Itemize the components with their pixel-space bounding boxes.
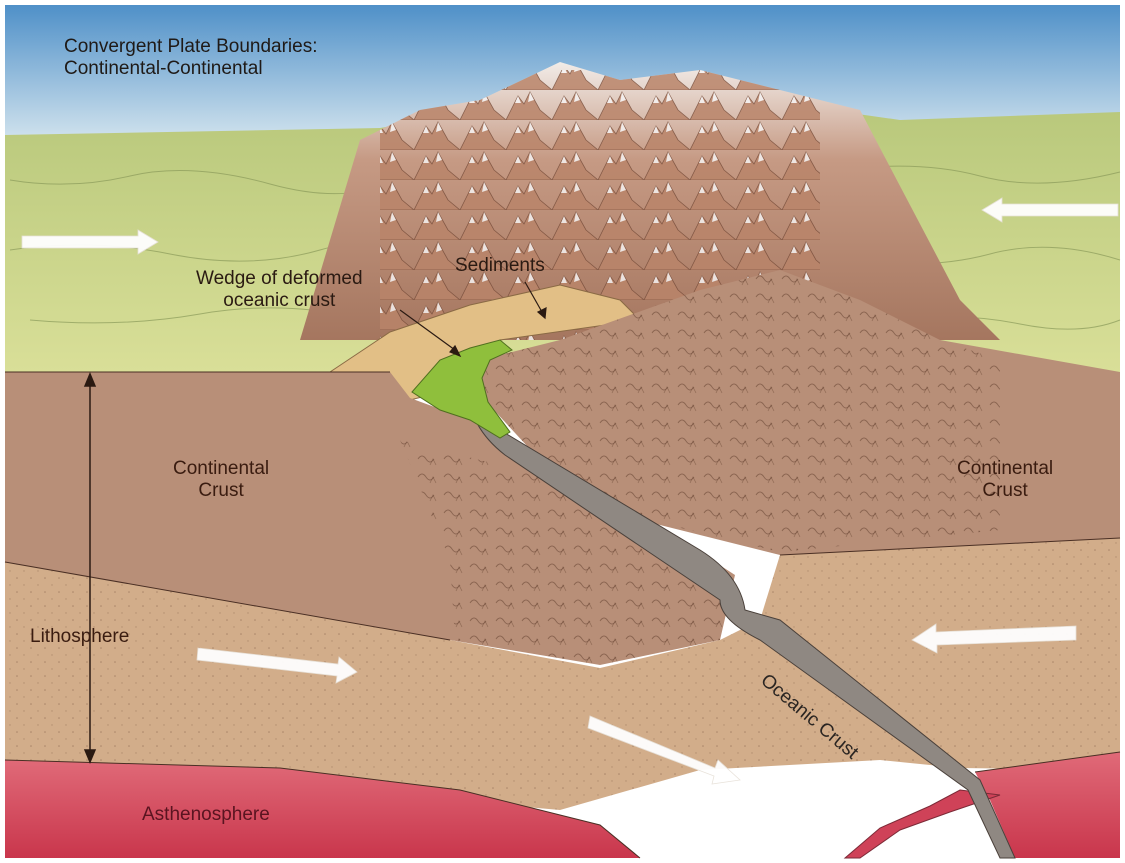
diagram-title: Convergent Plate Boundaries: Continental… [64,36,318,80]
label-wedge: Wedge of deformed oceanic crust [196,268,363,312]
label-asthenosphere: Asthenosphere [142,804,270,826]
label-continental-crust-left: Continental Crust [173,458,269,502]
label-lithosphere: Lithosphere [30,626,129,648]
title-line-1: Convergent Plate Boundaries: [64,36,318,58]
title-line-2: Continental-Continental [64,58,318,80]
label-continental-crust-right: Continental Crust [957,458,1053,502]
label-sediments: Sediments [455,255,545,277]
